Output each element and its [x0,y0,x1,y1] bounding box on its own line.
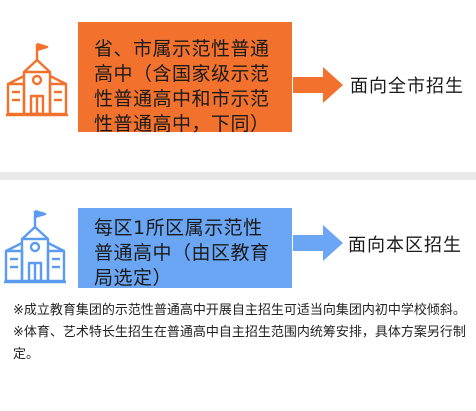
district-school-box: 每区1所区属示范性普通高中（由区教育局选定） [78,208,292,289]
school-building-icon [6,40,68,118]
arrow-right-icon [293,67,343,103]
footnotes: ※成立教育集团的示范性普通高中开展自主招生可适当向集团内初中学校倾斜。 ※体育、… [13,300,469,366]
city-target-label: 面向全市招生 [350,76,464,97]
footnote: ※成立教育集团的示范性普通高中开展自主招生可适当向集团内初中学校倾斜。 [13,303,466,318]
section-divider [0,172,476,180]
district-target-label: 面向本区招生 [348,235,462,256]
arrow-right-icon [293,225,343,261]
school-building-icon [4,207,66,285]
city-school-box: 省、市属示范性普通高中（含国家级示范性普通高中和市示范性普通高中，下同） [78,22,292,135]
footnote: ※体育、艺术特长生招生在普通高中自主招生范围内统筹安排，具体方案另行制定。 [13,325,466,362]
